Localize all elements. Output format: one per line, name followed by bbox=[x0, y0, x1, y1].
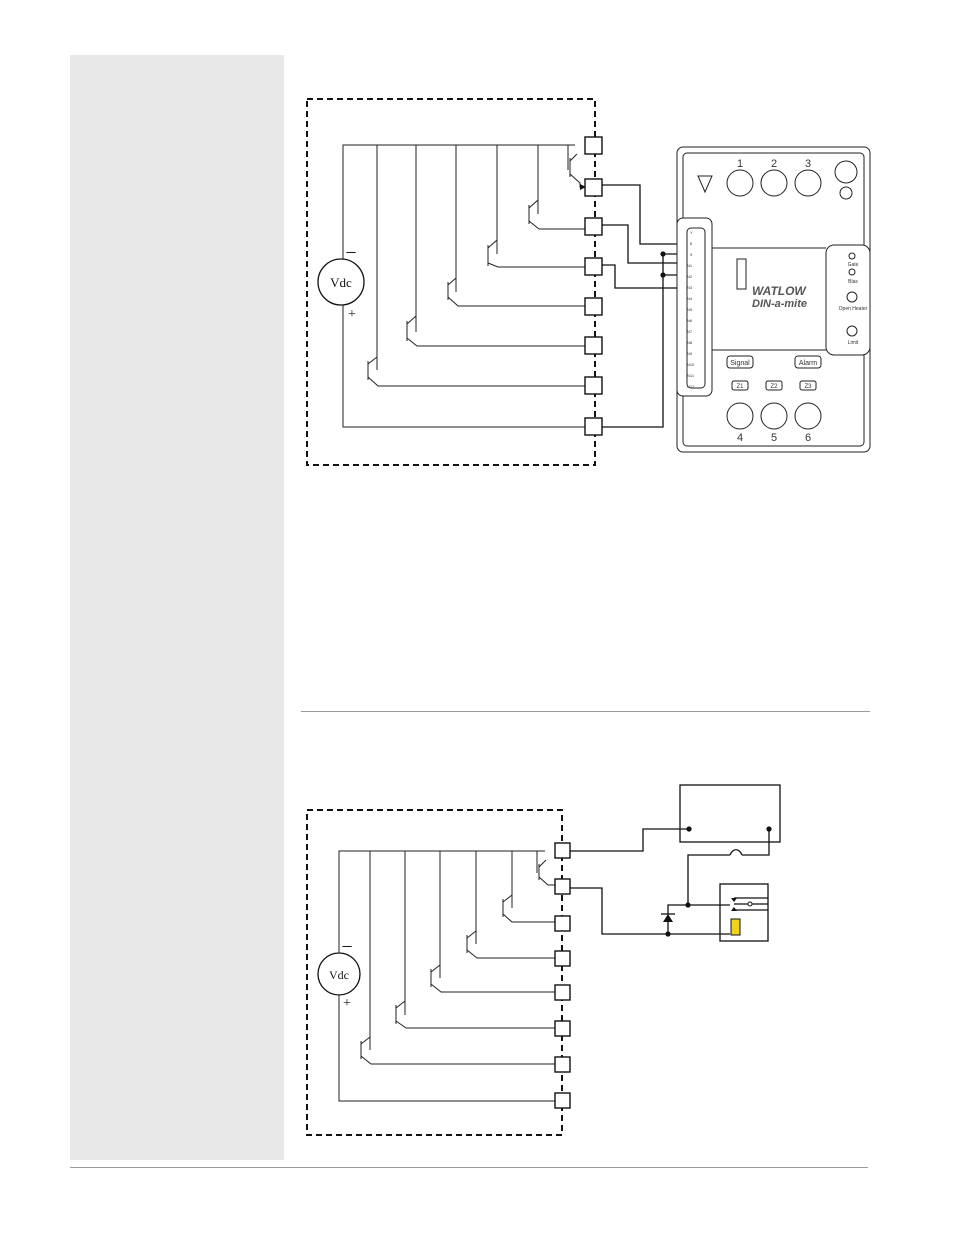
zone1-knob bbox=[727, 170, 753, 196]
zone4-knob bbox=[727, 403, 753, 429]
zone3-knob bbox=[795, 170, 821, 196]
svg-text:Y: Y bbox=[690, 230, 693, 235]
figure2-diagram: Vdc − + bbox=[307, 785, 780, 1135]
figure1-vdc-label: Vdc bbox=[330, 275, 352, 290]
svg-text:Z1: Z1 bbox=[736, 384, 744, 390]
figure2-external-circuit bbox=[570, 785, 780, 941]
power-supply-box bbox=[680, 785, 780, 842]
status-knob bbox=[835, 161, 857, 183]
svg-text:Blas: Blas bbox=[848, 279, 858, 285]
svg-text:Open Heater: Open Heater bbox=[839, 306, 868, 312]
svg-text:N2: N2 bbox=[687, 274, 693, 279]
figure2-plus-sign: + bbox=[343, 996, 351, 1011]
figure2-minus-sign: − bbox=[341, 936, 352, 958]
svg-text:N9: N9 bbox=[687, 351, 693, 356]
product-name: DIN-a-mite bbox=[752, 298, 807, 310]
svg-text:N7: N7 bbox=[687, 329, 693, 334]
svg-text:2: 2 bbox=[771, 158, 777, 170]
brand-logo: WATLOW bbox=[752, 284, 807, 298]
zone6-knob bbox=[795, 403, 821, 429]
figure1-terminal-strip bbox=[585, 137, 602, 435]
svg-text:3: 3 bbox=[805, 158, 811, 170]
figure1-transistors bbox=[368, 154, 585, 386]
svg-text:N1: N1 bbox=[687, 263, 693, 268]
svg-text:Z3: Z3 bbox=[804, 384, 812, 390]
svg-text:N12: N12 bbox=[687, 384, 695, 389]
svg-text:N8: N8 bbox=[687, 340, 693, 345]
figure2-vdc-label: Vdc bbox=[329, 968, 349, 982]
relay-box bbox=[720, 884, 768, 941]
zone2-knob bbox=[761, 170, 787, 196]
svg-text:5: 5 bbox=[771, 432, 777, 444]
din-a-mite-device: 1 2 3 4 5 6 WATLOW DIN-a-mite Gate Blas … bbox=[677, 147, 870, 452]
relay-coil bbox=[731, 919, 740, 935]
svg-text:N3: N3 bbox=[687, 285, 693, 290]
svg-text:Limit: Limit bbox=[848, 340, 859, 346]
svg-text:Signal: Signal bbox=[730, 360, 750, 367]
svg-text:N10: N10 bbox=[687, 362, 695, 367]
svg-text:N6: N6 bbox=[687, 318, 693, 323]
svg-text:1: 1 bbox=[737, 158, 743, 170]
svg-text:N4: N4 bbox=[687, 296, 693, 301]
svg-text:6: 6 bbox=[805, 432, 811, 444]
svg-text:Z2: Z2 bbox=[770, 384, 778, 390]
figure1-diagram: Vdc − + bbox=[307, 99, 870, 465]
svg-text:Alarm: Alarm bbox=[799, 360, 817, 367]
zone5-knob bbox=[761, 403, 787, 429]
svg-text:N5: N5 bbox=[687, 307, 693, 312]
svg-text:N11: N11 bbox=[687, 373, 695, 378]
figure2-transistors bbox=[361, 860, 555, 1064]
figure1-minus-sign: − bbox=[345, 242, 356, 264]
figure1-signal-wires bbox=[602, 185, 684, 427]
svg-text:4: 4 bbox=[737, 432, 743, 444]
svg-text:Gate: Gate bbox=[848, 262, 859, 268]
figure1-plus-sign: + bbox=[348, 307, 356, 322]
diode-icon bbox=[663, 914, 673, 922]
